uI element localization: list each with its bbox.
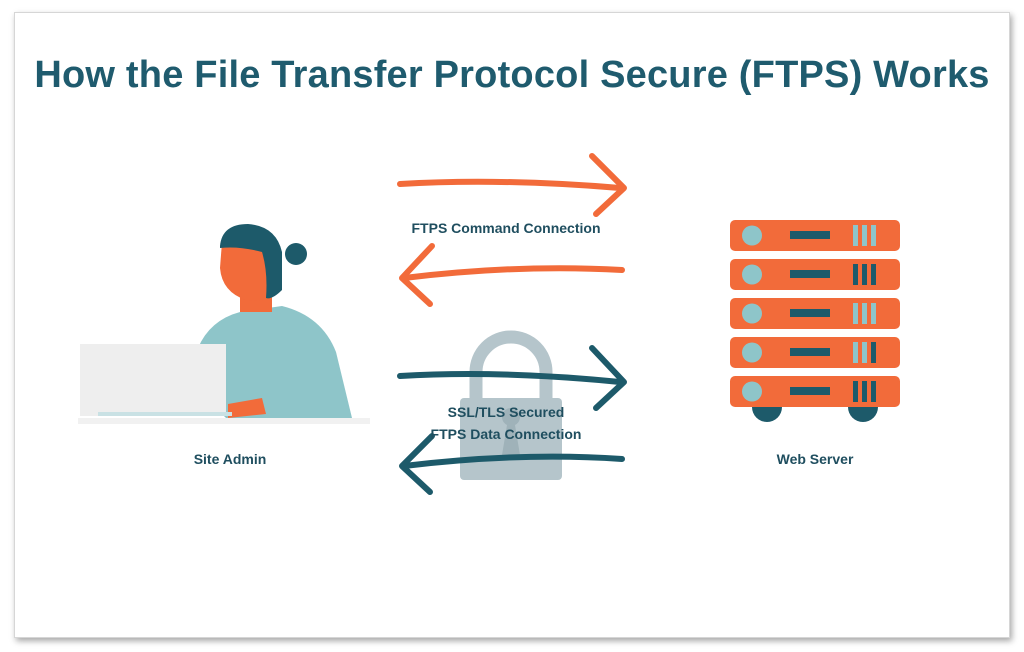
server-unit [730,376,900,407]
data-connection-label-line1: SSL/TLS Secured [447,404,565,420]
data-connection-label-line2: FTPS Data Connection [430,426,582,442]
server-unit [730,259,900,290]
person-at-laptop-icon [78,224,370,424]
web-server-label: Web Server [776,451,854,467]
server-unit [730,298,900,329]
command-arrow-left [399,243,625,307]
server-unit [730,337,900,368]
site-admin-label: Site Admin [193,451,267,467]
server-unit [730,220,900,251]
data-arrow-left [399,433,625,495]
command-connection-label: FTPS Command Connection [411,220,601,236]
command-arrow-right [397,153,627,217]
data-arrow-right [397,345,627,411]
server-rack-icon [730,220,900,422]
diagram-title: How the File Transfer Protocol Secure (F… [34,54,990,96]
